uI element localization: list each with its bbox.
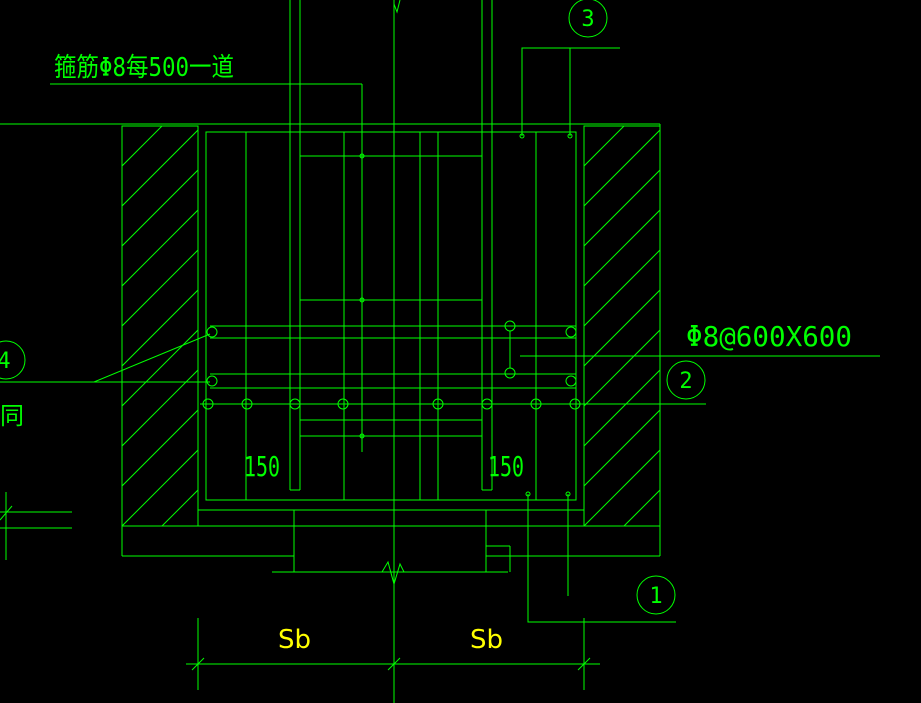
bottom-dimension xyxy=(186,618,600,690)
rebar-dots xyxy=(202,133,581,497)
mesh-note: Φ8@600X600 xyxy=(686,320,852,353)
left-edge-ticks xyxy=(0,492,72,560)
hatch-line xyxy=(122,409,198,487)
callout-2: 2 xyxy=(666,360,706,400)
structure-outline xyxy=(0,123,661,573)
hatch-line xyxy=(122,289,198,367)
stirrup-note: 箍筋Φ8每500一道 xyxy=(54,53,234,83)
sb-label-right: Sb xyxy=(470,625,503,655)
break-marks xyxy=(381,0,405,586)
hatch-line xyxy=(864,126,921,526)
hatch-line xyxy=(584,289,660,367)
callout-3: 3 xyxy=(568,0,608,38)
hatch-line xyxy=(584,409,660,487)
hatch-line xyxy=(122,169,198,247)
callout-4: 4 xyxy=(0,340,26,380)
hatch-line xyxy=(584,169,660,247)
hatch-line xyxy=(122,129,198,207)
side-fragment-text: 同 xyxy=(0,402,24,430)
dim-150-left: 150 xyxy=(244,450,280,483)
hatch-line xyxy=(584,129,660,207)
leader-lines xyxy=(0,47,880,623)
callout-1: 1 xyxy=(636,575,676,615)
callout-4-label: 4 xyxy=(0,349,11,374)
stirrups xyxy=(200,155,706,437)
hatch-line xyxy=(122,449,198,526)
vertical-rebars xyxy=(245,0,537,703)
callout-3-label: 3 xyxy=(581,7,594,32)
callout-2-label: 2 xyxy=(679,369,692,394)
hatch-line xyxy=(122,126,163,167)
hatch-line xyxy=(122,126,123,127)
sb-label-left: Sb xyxy=(278,625,311,655)
hatch-line xyxy=(904,126,921,526)
callout-1-label: 1 xyxy=(649,584,662,609)
dim-150-right: 150 xyxy=(488,450,524,483)
hatch-line xyxy=(584,449,660,526)
